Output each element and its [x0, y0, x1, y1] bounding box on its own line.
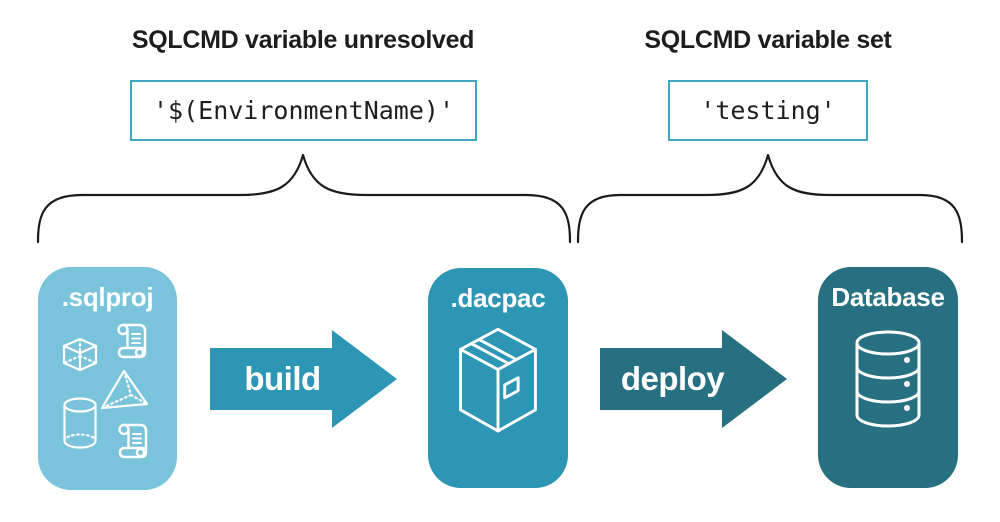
pyramid-icon: [100, 369, 149, 410]
card-sqlproj: .sqlproj: [38, 267, 177, 490]
card-dacpac-label: .dacpac: [450, 283, 546, 313]
package-box-icon: [459, 327, 537, 433]
deploy-arrow: [600, 330, 787, 428]
cylinder-icon: [63, 397, 97, 449]
code-testing-value: 'testing': [700, 96, 836, 125]
card-dacpac: .dacpac: [428, 268, 568, 488]
left-brace: [36, 153, 572, 244]
heading-sqlcmd-unresolved: SQLCMD variable unresolved: [131, 26, 475, 54]
code-box-environment-variable: '$(EnvironmentName)': [130, 80, 477, 141]
card-sqlproj-label: .sqlproj: [61, 282, 154, 312]
card-database-label: Database: [831, 282, 945, 312]
heading-sqlcmd-set: SQLCMD variable set: [644, 26, 892, 54]
build-arrow: [210, 330, 397, 428]
sql-script-icon: [118, 423, 148, 459]
deploy-arrow-label: deploy: [620, 360, 725, 397]
sql-script-icon: [117, 323, 147, 359]
database-icon: [855, 330, 921, 428]
code-box-testing-value: 'testing': [668, 80, 868, 141]
build-arrow-label: build: [244, 360, 321, 397]
right-brace: [576, 153, 964, 244]
cube-icon: [62, 337, 98, 372]
card-database: Database: [818, 267, 958, 488]
code-environment-variable: '$(EnvironmentName)': [152, 96, 455, 125]
